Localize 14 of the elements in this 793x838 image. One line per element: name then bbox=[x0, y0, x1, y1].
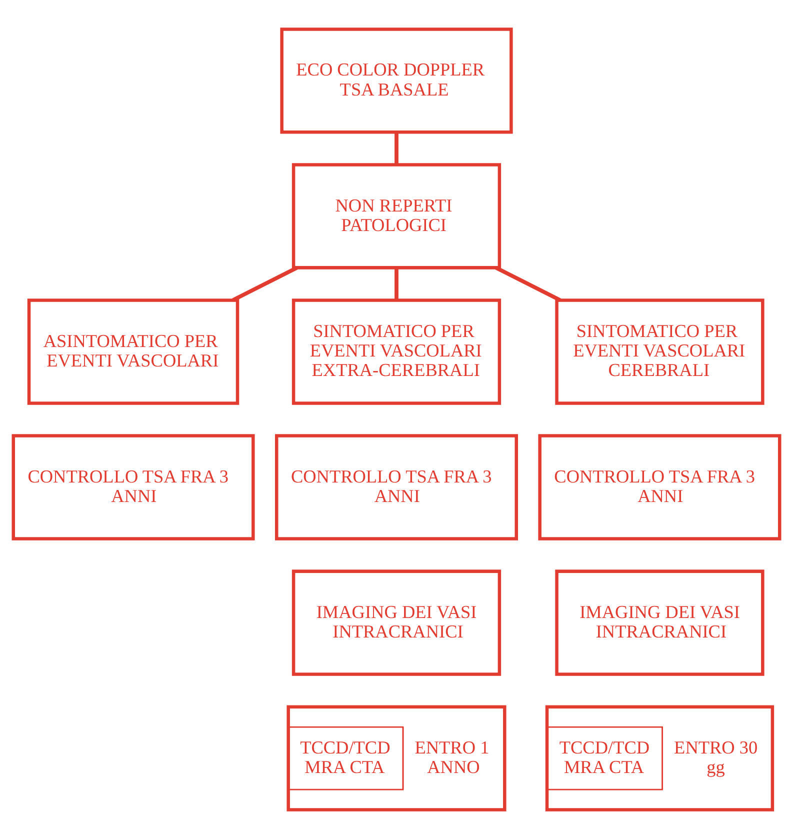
node-box: CONTROLLO TSA FRA 3 ANNI bbox=[538, 434, 782, 540]
node-box: ECO COLOR DOPPLER TSA BASALE bbox=[280, 27, 513, 134]
connector bbox=[232, 266, 298, 302]
node-box: ASINTOMATICO PER EVENTI VASCOLARI bbox=[27, 298, 240, 404]
connector bbox=[495, 266, 561, 302]
node-box: SINTOMATICO PER EVENTI VASCOLARI EXTRA-CEREBRALI bbox=[292, 298, 502, 404]
connector bbox=[394, 267, 398, 300]
node-box: CONTROLLO TSA FRA 3 ANNI bbox=[274, 434, 518, 540]
connector bbox=[394, 132, 398, 164]
node-box: SINTOMATICO PER EVENTI VASCOLARI CEREBRALI bbox=[555, 298, 764, 404]
node-box: IMAGING DEI VASI INTRACRANICI bbox=[292, 569, 502, 676]
node-box: NON REPERTI PATOLOGICI bbox=[292, 162, 502, 269]
node-box: CONTROLLO TSA FRA 3 ANNI bbox=[12, 434, 255, 540]
node-box: IMAGING DEI VASI INTRACRANICI bbox=[555, 569, 764, 676]
